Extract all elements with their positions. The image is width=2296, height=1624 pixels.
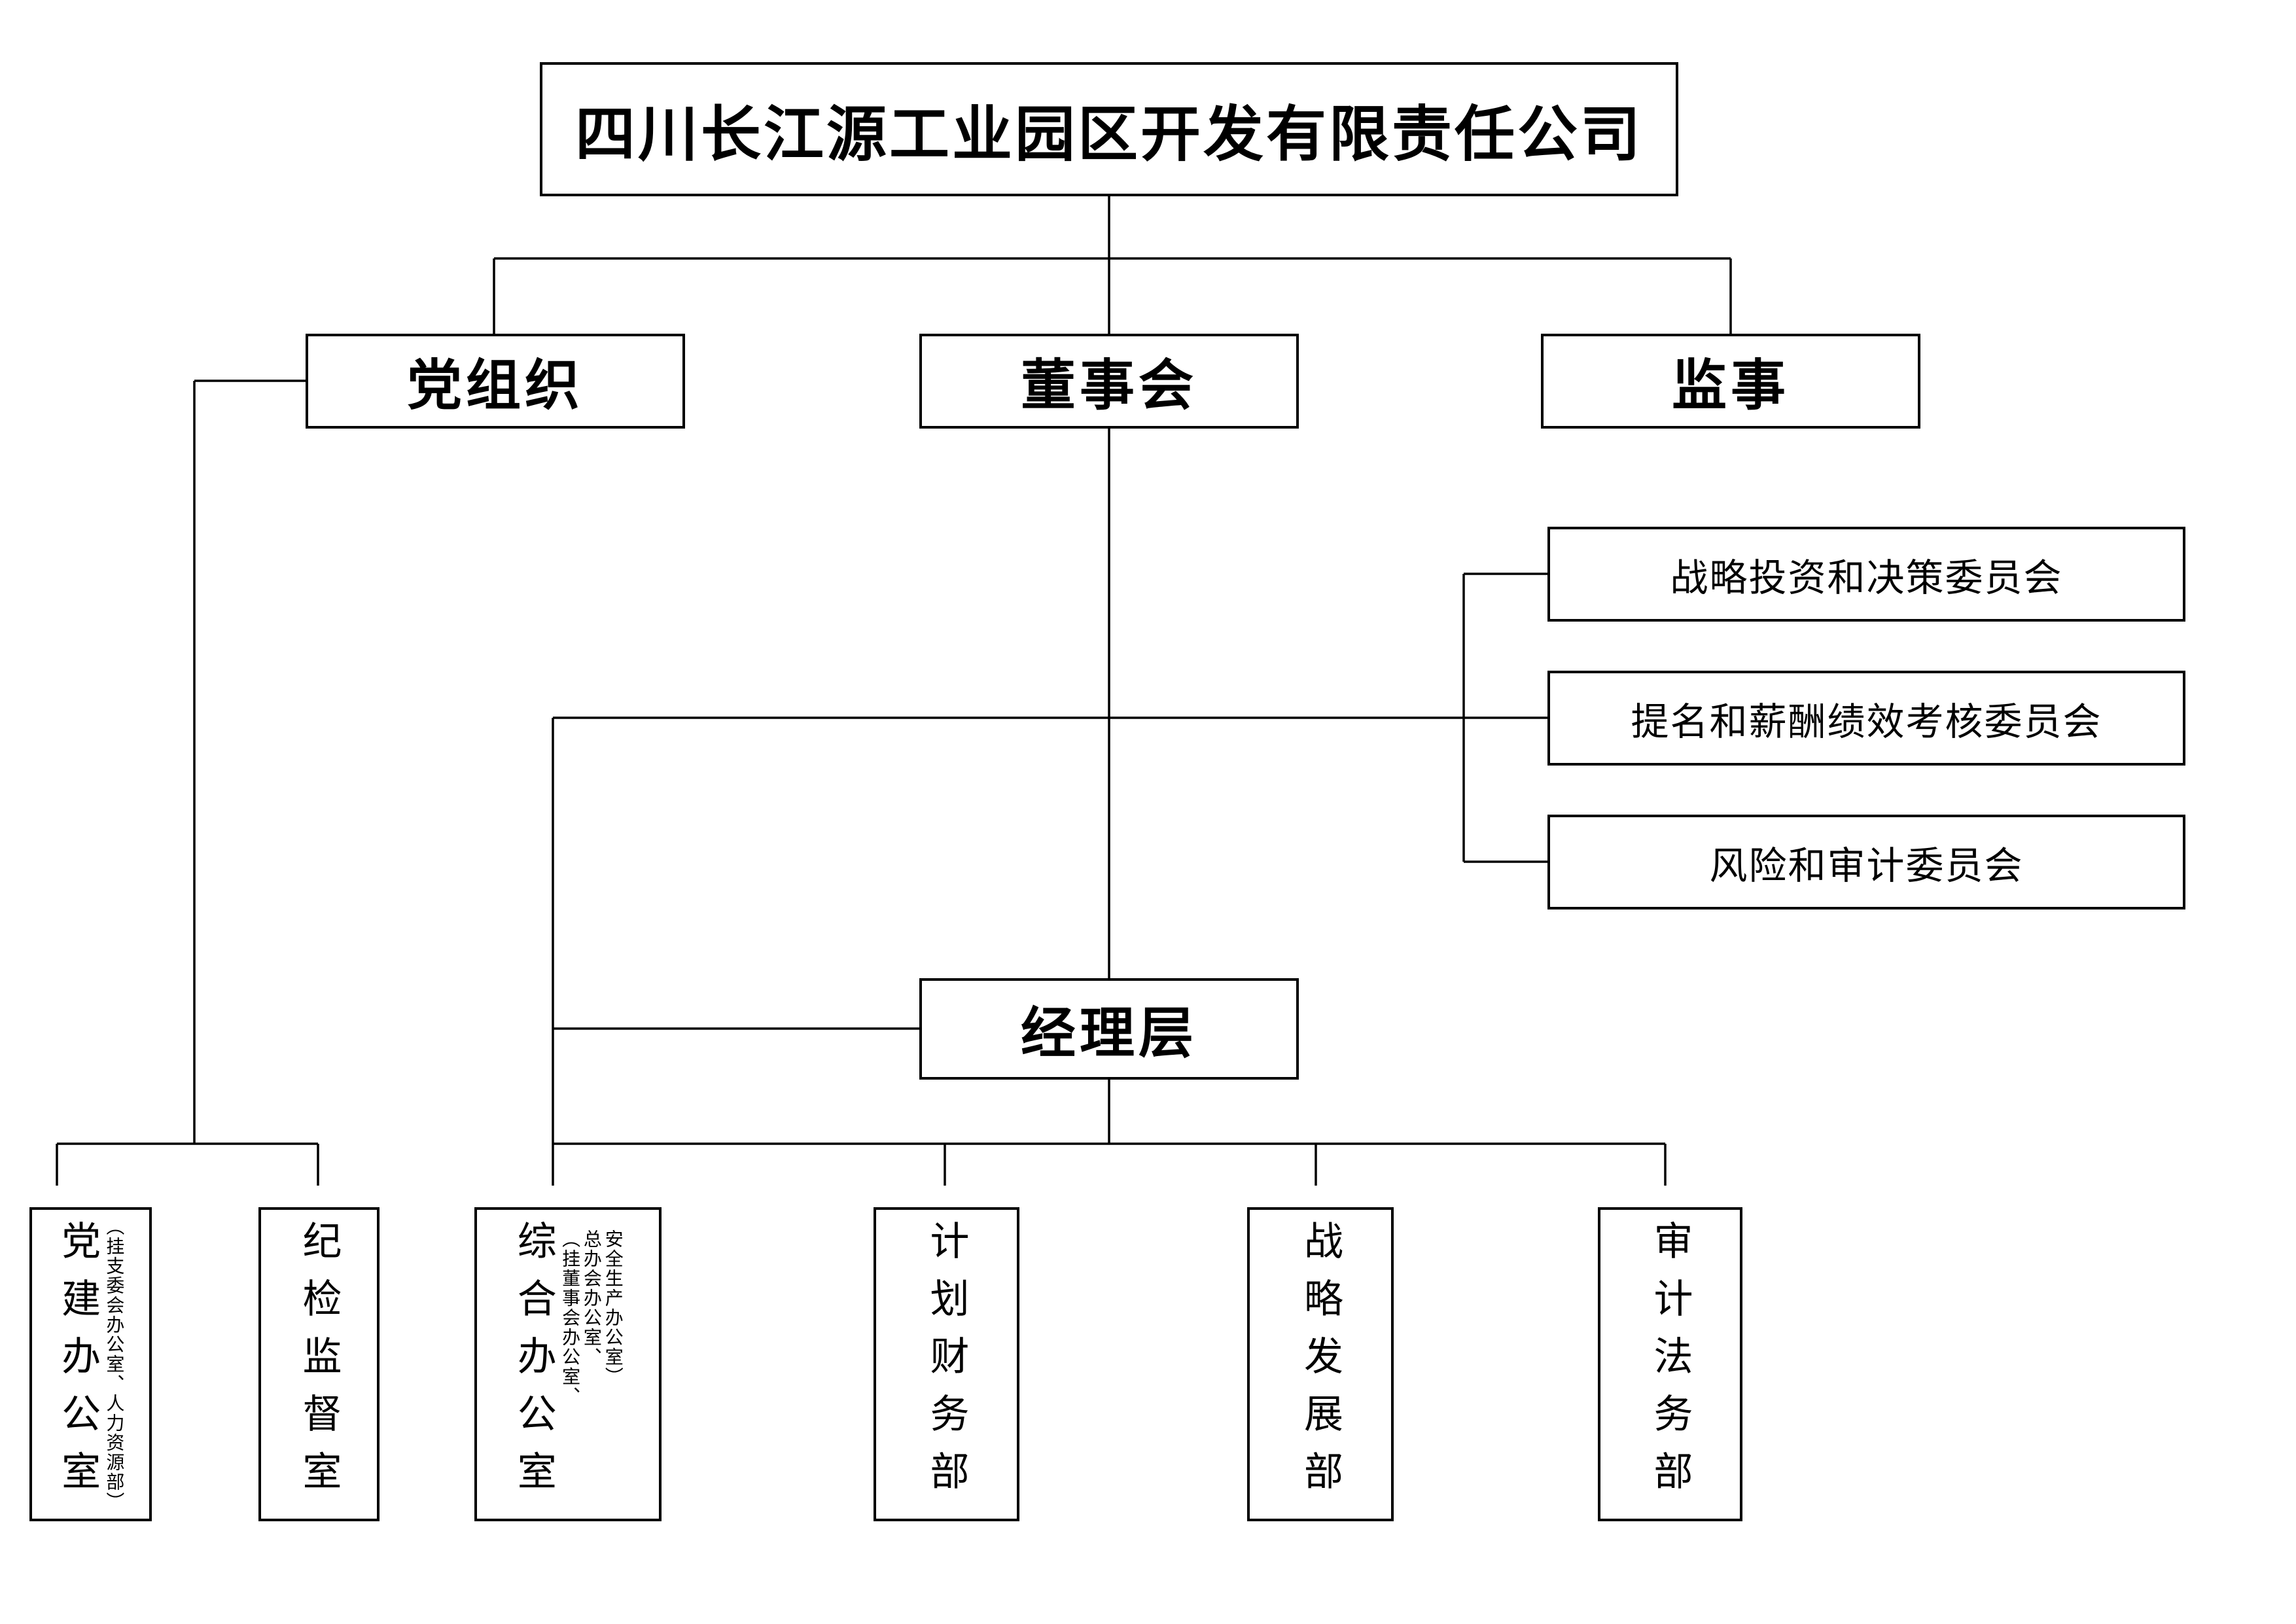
node-audit-legal-dept: 审计法务部 xyxy=(1598,1207,1742,1521)
general-office-annotation: （挂董事会办公室、 总办会办公室、 安全生产办公室） xyxy=(559,1218,624,1511)
general-office-label: 综合办公室 xyxy=(512,1220,556,1508)
node-party-organization: 党组织 xyxy=(306,334,685,429)
node-party-building-office: 党建办公室 （挂支委会办公室、人力资源部） xyxy=(29,1207,152,1521)
node-committee-risk-audit: 风险和审计委员会 xyxy=(1547,815,2185,909)
node-strategic-development-dept: 战略发展部 xyxy=(1247,1207,1394,1521)
management-team-label: 经理层 xyxy=(1020,1002,1197,1064)
node-company-root: 四川长江源工业园区开发有限责任公司 xyxy=(540,62,1678,196)
node-planning-finance-dept: 计划财务部 xyxy=(874,1207,1019,1521)
node-board-of-directors: 董事会 xyxy=(919,334,1299,429)
audit-legal-dept-label: 审计法务部 xyxy=(1648,1220,1692,1508)
board-of-directors-label: 董事会 xyxy=(1020,355,1197,416)
committee-risk-audit-label: 风险和审计委员会 xyxy=(1709,844,2024,887)
node-management-team: 经理层 xyxy=(919,978,1299,1080)
node-general-office: 综合办公室 （挂董事会办公室、 总办会办公室、 安全生产办公室） xyxy=(474,1207,662,1521)
general-office-annotation-col-2: 总办会办公室、 xyxy=(581,1229,602,1367)
node-supervisors: 监事 xyxy=(1541,334,1920,429)
planning-finance-dept-label: 计划财务部 xyxy=(925,1220,968,1508)
party-building-office-label: 党建办公室 xyxy=(56,1220,100,1508)
general-office-annotation-col-3: 安全生产办公室） xyxy=(603,1229,624,1386)
discipline-inspection-office-label: 纪检监督室 xyxy=(297,1220,341,1508)
committee-strategic-investment-label: 战略投资和决策委员会 xyxy=(1670,556,2063,599)
committee-nomination-compensation-label: 提名和薪酬绩效考核委员会 xyxy=(1631,700,2102,743)
node-committee-nomination-compensation: 提名和薪酬绩效考核委员会 xyxy=(1547,671,2185,766)
supervisors-label: 监事 xyxy=(1671,355,1790,416)
strategic-development-dept-label: 战略发展部 xyxy=(1298,1220,1343,1508)
general-office-annotation-col-1: （挂董事会办公室、 xyxy=(560,1229,581,1406)
party-organization-label: 党组织 xyxy=(406,355,584,416)
node-committee-strategic-investment: 战略投资和决策委员会 xyxy=(1547,527,2185,622)
company-root-label: 四川长江源工业园区开发有限责任公司 xyxy=(574,101,1643,168)
node-discipline-inspection-office: 纪检监督室 xyxy=(258,1207,380,1521)
party-building-office-annotation: （挂支委会办公室、人力资源部） xyxy=(104,1217,125,1511)
